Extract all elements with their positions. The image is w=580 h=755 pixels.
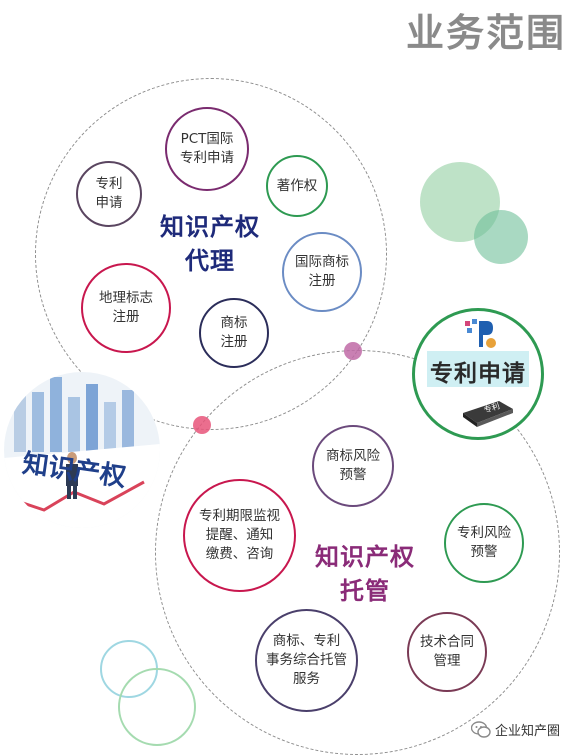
service-line: 技术合同 [420, 634, 474, 650]
custody-label-line2: 托管 [340, 577, 390, 605]
service-line: 服务 [293, 671, 320, 687]
custody-center-label: 知识产权 托管 [300, 540, 430, 608]
service-copyright: 著作权 [266, 155, 328, 217]
service-line: 专利 [95, 176, 123, 192]
ip-illustration: 知识产权 [4, 372, 160, 528]
service-line: 著作权 [276, 177, 318, 194]
service-patent-application: 专利申请 [76, 161, 142, 227]
service-line: 专利申请 [180, 150, 234, 166]
service-line: 地理标志 [99, 290, 153, 306]
decorative-circle [474, 210, 528, 264]
service-line: 注册 [112, 309, 140, 325]
service-line: 商标、专利 [272, 633, 341, 649]
service-trademark-risk-alert: 商标风险预警 [312, 425, 394, 507]
service-line: 注册 [308, 273, 336, 289]
patent-logo-icon [465, 319, 496, 348]
page-title: 业务范围 [405, 11, 566, 55]
book-label: 专利 [483, 400, 501, 414]
service-patent-term-monitoring: 专利期限监视提醒、通知缴费、咨询 [183, 479, 296, 592]
custody-label-line1: 知识产权 [315, 543, 415, 571]
wechat-icon [470, 720, 491, 738]
agency-center-label: 知识产权 代理 [145, 210, 275, 278]
service-line: 申请 [95, 195, 123, 211]
service-line: 商标 [220, 315, 248, 331]
service-technology-contract: 技术合同管理 [407, 612, 487, 692]
service-line: 注册 [220, 334, 248, 350]
badge-band [427, 351, 529, 387]
agency-label-line2: 代理 [185, 247, 235, 275]
service-line: 专利风险 [457, 525, 511, 541]
service-pct-patent: PCT国际专利申请 [165, 107, 249, 191]
decorative-ring [118, 668, 196, 746]
patent-book-icon: 专利 [463, 400, 513, 427]
patent-application-badge: 专利申请 专利 [412, 308, 544, 440]
service-line: 事务综合托管 [266, 652, 347, 668]
service-patent-risk-alert: 专利风险预警 [444, 503, 524, 583]
service-line: 管理 [433, 653, 461, 669]
badge-title: 专利申请 [430, 361, 526, 387]
agency-label-line1: 知识产权 [160, 213, 260, 241]
ip-illustration-photo: 知识产权 [4, 372, 160, 528]
service-geographical-indication: 地理标志注册 [81, 263, 171, 353]
footer-brand-name: 企业知产圈 [494, 724, 560, 739]
footer-brand: 企业知产圈 [470, 720, 560, 739]
service-line: 专利期限监视 [199, 508, 280, 524]
service-line: 缴费、咨询 [205, 546, 274, 562]
service-line: 商标风险 [326, 448, 380, 464]
service-line: PCT国际 [180, 131, 234, 147]
service-line: 预警 [339, 467, 367, 483]
intersection-dot [193, 416, 211, 434]
service-line: 国际商标 [295, 254, 349, 270]
service-international-trademark: 国际商标注册 [282, 232, 362, 312]
service-comprehensive-custody: 商标、专利事务综合托管服务 [255, 609, 358, 712]
service-trademark-registration: 商标注册 [199, 298, 269, 368]
intersection-dot [344, 342, 362, 360]
service-line: 提醒、通知 [205, 527, 274, 543]
service-line: 预警 [470, 544, 498, 560]
